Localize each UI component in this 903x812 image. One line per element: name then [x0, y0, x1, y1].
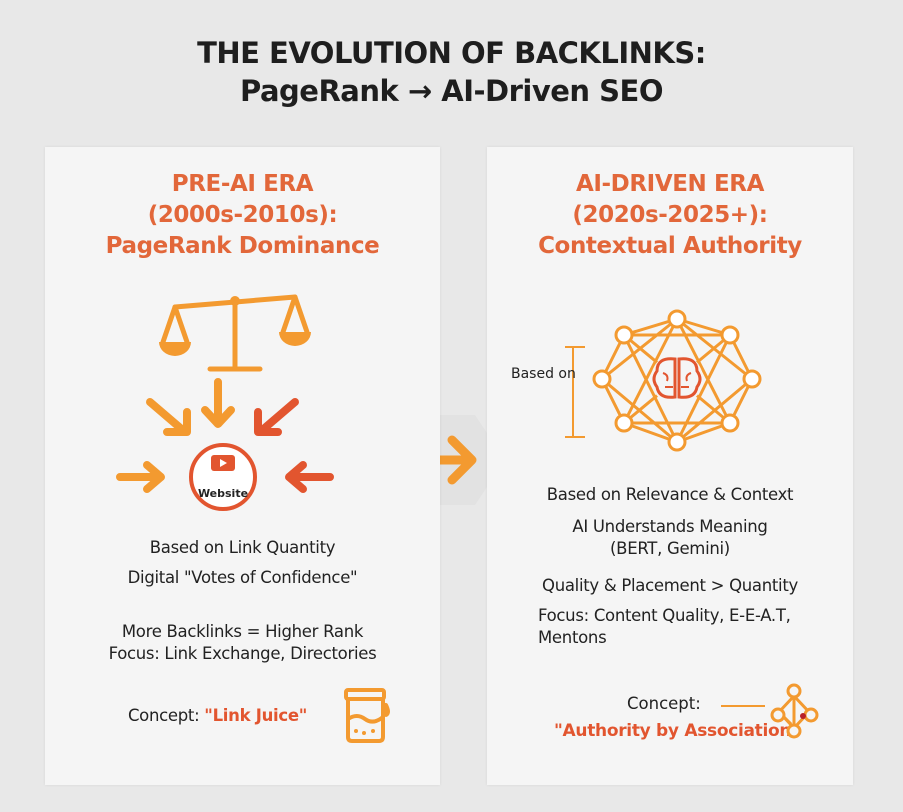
info-line: Focus: Link Exchange, Directories — [108, 644, 377, 663]
info-line: Focus: Content Quality, E-E-A.T, — [538, 606, 791, 625]
concept-value: "Authority by Association — [554, 721, 792, 741]
scales-icon — [159, 294, 311, 372]
association-tree-icon — [770, 683, 819, 739]
concept-value: "Link Juice" — [204, 706, 308, 725]
brain-icon — [651, 353, 703, 405]
panel-title: AI-DRIVEN ERA — [575, 171, 765, 197]
panel-title: (2000s-2010s): — [147, 202, 338, 228]
connector-line — [721, 705, 765, 707]
pre-ai-era-panel: PRE-AI ERA (2000s-2010s): PageRank Domin… — [45, 147, 440, 785]
concept-label: Concept: — [127, 706, 200, 725]
ai-driven-era-panel: AI-DRIVEN ERA (2020s-2025+): Contextual … — [487, 147, 853, 785]
page-title-line-2: PageRank → AI-Driven SEO — [239, 74, 664, 108]
network-label: Based on — [511, 366, 576, 382]
info-line: Quality & Placement > Quantity — [542, 576, 798, 595]
info-line: Digital "Votes of Confidence" — [127, 568, 358, 587]
info-line: AI Understands Meaning — [572, 517, 768, 536]
neural-network-icon — [565, 309, 762, 452]
info-line: Mentons — [538, 628, 607, 647]
panel-title: PageRank Dominance — [105, 233, 380, 259]
info-line: Based on Link Quantity — [149, 538, 336, 557]
website-label: Website — [197, 487, 249, 500]
panel-title: Contextual Authority — [538, 233, 802, 259]
juice-jar-icon — [344, 688, 390, 743]
info-line: (BERT, Gemini) — [610, 539, 730, 558]
panel-title: PRE-AI ERA — [171, 171, 314, 197]
incoming-links-icon — [116, 378, 334, 511]
concept-label: Concept: — [627, 694, 701, 713]
concept-line: Concept: "Link Juice" — [20, 706, 415, 725]
panel-title: (2020s-2025+): — [572, 202, 768, 228]
page-title-line-1: THE EVOLUTION OF BACKLINKS: — [197, 36, 706, 70]
info-line: Based on Relevance & Context — [546, 485, 794, 504]
info-line: More Backlinks = Higher Rank — [121, 622, 364, 641]
